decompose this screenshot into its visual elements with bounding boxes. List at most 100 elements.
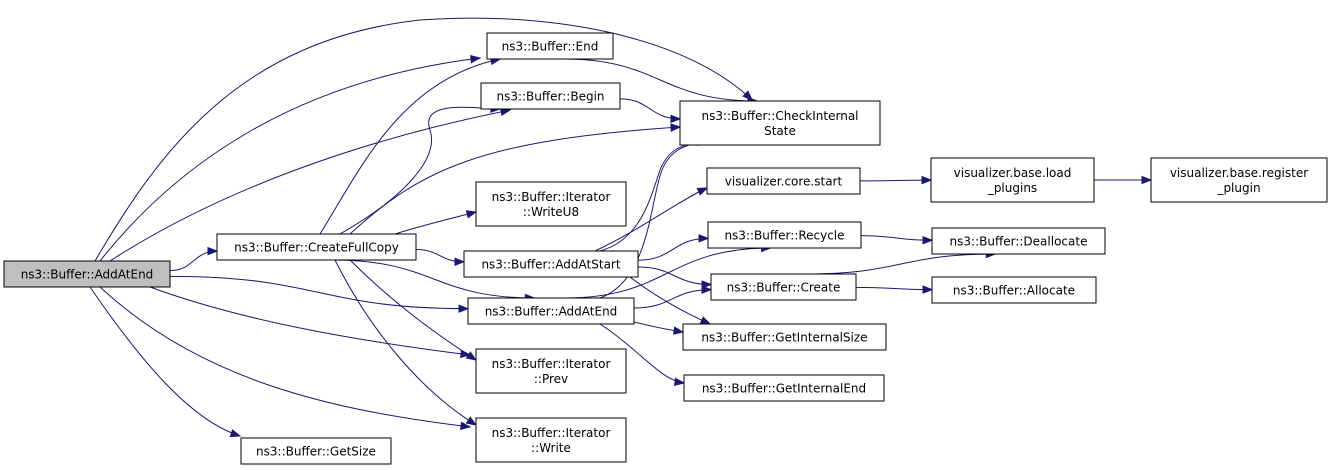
node-box xyxy=(463,250,639,278)
node-box xyxy=(682,323,887,351)
arrowhead xyxy=(922,285,934,294)
edge-line xyxy=(169,275,469,310)
node-label: ::WriteU8 xyxy=(523,205,579,219)
node-label: ns3::Buffer::Allocate xyxy=(953,284,1075,298)
node-begin[interactable]: ns3::Buffer::Begin xyxy=(480,82,621,110)
node-box xyxy=(706,167,861,195)
node-label: ns3::Buffer::AddAtEnd xyxy=(21,268,154,282)
node-label: ns3::Buffer::GetSize xyxy=(256,445,376,459)
node-label: visualizer.base.register xyxy=(1170,166,1308,180)
arrowhead xyxy=(698,234,710,243)
edge-addatend_root-to-addatend xyxy=(169,275,470,313)
edge-line xyxy=(149,286,471,356)
edge-line xyxy=(349,126,681,235)
node-box xyxy=(216,233,417,261)
node-label: _plugin xyxy=(1216,181,1260,195)
node-viz_register_plugin[interactable]: visualizer.base.register_plugin xyxy=(1150,157,1328,203)
edge-createfullcopy-to-iter_writeu8 xyxy=(394,210,478,235)
node-getinternalsize[interactable]: ns3::Buffer::GetInternalSize xyxy=(682,323,887,351)
node-box xyxy=(931,276,1097,304)
edge-addatstart-to-viz_core_start xyxy=(594,187,709,252)
node-allocate[interactable]: ns3::Buffer::Allocate xyxy=(931,276,1097,304)
call-graph-nodes: ns3::Buffer::AddAtEnd ns3::Buffer::Create… xyxy=(3,32,1328,465)
arrowhead xyxy=(460,421,472,431)
arrowhead xyxy=(470,54,482,64)
edge-createfullcopy-to-end xyxy=(319,56,502,235)
node-iter_writeu8[interactable]: ns3::Buffer::Iterator::WriteU8 xyxy=(475,181,627,227)
node-label: ns3::Buffer::Iterator xyxy=(492,357,611,371)
node-addatend[interactable]: ns3::Buffer::AddAtEnd xyxy=(467,297,635,325)
node-label: ns3::Buffer::CheckInternal xyxy=(701,109,858,123)
node-deallocate[interactable]: ns3::Buffer::Deallocate xyxy=(931,227,1106,255)
edge-line xyxy=(860,235,933,241)
node-box xyxy=(683,374,885,402)
edge-line xyxy=(394,211,477,235)
arrowhead xyxy=(465,416,478,426)
node-box xyxy=(467,297,635,325)
edge-line xyxy=(89,286,241,437)
node-getsize[interactable]: ns3::Buffer::GetSize xyxy=(240,437,392,465)
node-label: ns3::Buffer::AddAtStart xyxy=(481,258,620,272)
edge-begin-to-checkinternalstate xyxy=(619,98,682,124)
node-label: ns3::Buffer::Iterator xyxy=(492,190,611,204)
node-box xyxy=(486,32,614,60)
node-label: ::Prev xyxy=(534,372,568,386)
node-box xyxy=(480,82,621,110)
node-label: ns3::Buffer::AddAtEnd xyxy=(485,305,618,319)
edge-line xyxy=(349,259,477,361)
call-graph-edges xyxy=(89,17,1153,438)
node-label: visualizer.base.load xyxy=(954,166,1072,180)
edge-createfullcopy-to-addatstart xyxy=(415,249,466,267)
arrowhead xyxy=(207,246,219,256)
node-iter_write[interactable]: ns3::Buffer::Iterator::Write xyxy=(475,417,627,463)
node-label: ns3::Buffer::Iterator xyxy=(492,426,611,440)
node-create[interactable]: ns3::Buffer::Create xyxy=(710,273,857,301)
edge-line xyxy=(563,58,758,102)
arrowhead xyxy=(465,210,478,219)
edge-line xyxy=(855,286,933,291)
node-addatstart[interactable]: ns3::Buffer::AddAtStart xyxy=(463,250,639,278)
node-box xyxy=(475,348,627,394)
node-addatend_root[interactable]: ns3::Buffer::AddAtEnd xyxy=(3,260,171,288)
edge-line xyxy=(94,17,753,262)
edge-addatend_root-to-end xyxy=(99,54,482,262)
node-getinternalend[interactable]: ns3::Buffer::GetInternalEnd xyxy=(683,374,885,402)
edge-viz_core_start-to-viz_load_plugins xyxy=(859,175,933,185)
node-box xyxy=(931,227,1106,255)
edge-line xyxy=(594,187,708,252)
edge-addatend_root-to-createfullcopy xyxy=(169,246,219,272)
node-viz_load_plugins[interactable]: visualizer.base.load_plugins xyxy=(930,157,1095,203)
arrowhead xyxy=(670,123,682,132)
edge-addatend-to-getinternalend xyxy=(599,323,686,387)
node-label: ns3::Buffer::GetInternalSize xyxy=(701,331,867,345)
node-box xyxy=(710,273,857,301)
arrowhead xyxy=(922,235,934,245)
edge-line xyxy=(859,179,932,182)
arrowhead xyxy=(1141,175,1153,185)
node-box xyxy=(930,157,1095,203)
edge-addatend_root-to-iter_write xyxy=(99,286,472,431)
node-iter_prev[interactable]: ns3::Buffer::Iterator::Prev xyxy=(475,348,627,394)
node-end[interactable]: ns3::Buffer::End xyxy=(486,32,614,60)
edge-line xyxy=(99,286,471,428)
node-label: ns3::Buffer::CreateFullCopy xyxy=(234,241,399,255)
node-label: ns3::Buffer::End xyxy=(502,40,599,54)
edge-line xyxy=(637,237,709,261)
node-box xyxy=(3,260,171,288)
edge-createfullcopy-to-iter_prev xyxy=(349,259,478,361)
node-recycle[interactable]: ns3::Buffer::Recycle xyxy=(707,221,862,249)
edge-viz_load_plugins-to-viz_register_plugin xyxy=(1094,175,1153,185)
arrowhead xyxy=(699,316,712,325)
node-box xyxy=(679,100,881,146)
arrowhead xyxy=(696,187,709,196)
edge-recycle-to-deallocate xyxy=(860,235,934,245)
arrowhead xyxy=(465,351,478,361)
node-label: State xyxy=(764,124,796,138)
arrowhead xyxy=(701,285,713,294)
node-label: _plugins xyxy=(987,181,1037,195)
node-createfullcopy[interactable]: ns3::Buffer::CreateFullCopy xyxy=(216,233,417,261)
edge-line xyxy=(633,289,712,309)
node-viz_core_start[interactable]: visualizer.core.start xyxy=(706,167,861,195)
